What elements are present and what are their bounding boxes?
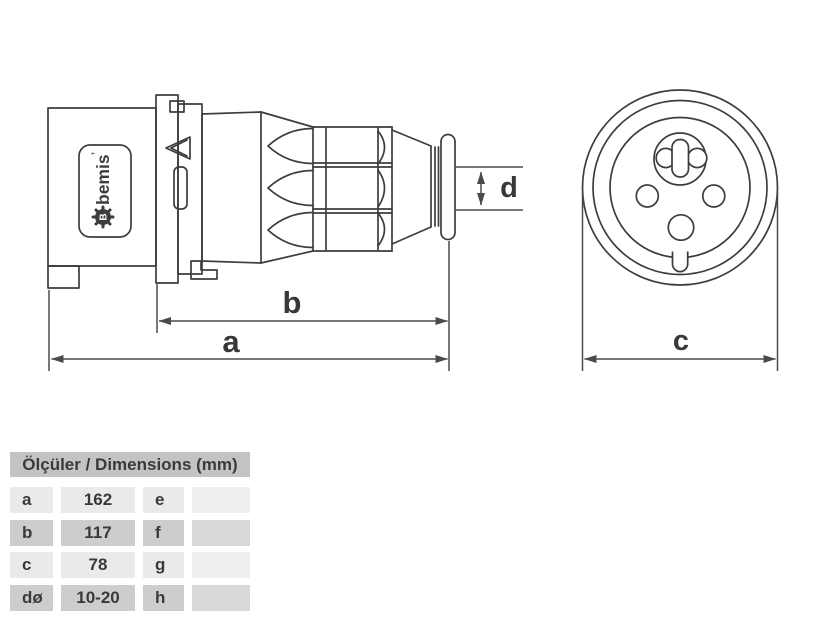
- table-row: dø 10-20 h: [10, 584, 250, 611]
- dimension-d: d: [456, 166, 523, 211]
- grip-mid-lines: [312, 162, 393, 214]
- dim-value-cell: [192, 552, 250, 578]
- grip-petal-3: [267, 211, 314, 249]
- dim-value-cell: 78: [61, 552, 135, 578]
- dimension-annotations: d b a c: [48, 166, 779, 371]
- dimensions-table-header: Ölçüler / Dimensions (mm): [10, 452, 250, 477]
- flange-top-notch: [169, 100, 185, 113]
- dimension-drawing: B bemis ’: [47, 89, 779, 371]
- dim-key-cell: dø: [10, 584, 53, 611]
- brand-logo: B bemis ’: [90, 152, 115, 229]
- molded-arrow-inner: [170, 139, 188, 157]
- grip-petal-2: [267, 169, 314, 207]
- table-row: c 78 g: [10, 552, 250, 578]
- cable-neck-rings: [430, 145, 440, 228]
- dim-c-label: c: [673, 325, 689, 357]
- plug-cylinder: [201, 111, 262, 264]
- flange-back-plate: [177, 103, 203, 275]
- cable-end-cap: [440, 133, 456, 241]
- gear-disc: [95, 209, 111, 225]
- pin-hole-left: [635, 184, 660, 208]
- dim-value-cell: [192, 487, 250, 513]
- pin-hole-right: [701, 184, 726, 208]
- keyway-notch: [671, 251, 689, 273]
- grip-vertical-ribs: [312, 126, 393, 252]
- dim-value-cell: [192, 584, 250, 611]
- dim-a-label: a: [222, 324, 240, 359]
- grip-outline-top: [260, 111, 393, 128]
- dim-d-label: d: [500, 172, 518, 204]
- brand-label-plate: [78, 144, 132, 238]
- face-outer-ring: [581, 89, 779, 286]
- plug-body-terminal-notch: [47, 265, 80, 289]
- flange-foot: [190, 260, 218, 280]
- gear-letter: B: [99, 213, 110, 220]
- dim-c-extension-lines: [581, 191, 779, 371]
- cable-cone: [391, 129, 432, 245]
- dim-value-cell: 162: [61, 487, 135, 513]
- dim-key-cell: e: [143, 487, 184, 513]
- dim-d-extension-lines: [456, 166, 523, 211]
- dim-key-cell: b: [10, 519, 53, 546]
- dimensions-table: Ölçüler / Dimensions (mm) a 162 e b 117 …: [10, 452, 250, 617]
- grip-bulges: [377, 130, 386, 247]
- dim-b-extension-lines: [156, 241, 450, 371]
- dimension-a: a: [48, 290, 448, 371]
- dim-value-cell: 117: [61, 519, 135, 546]
- dim-key-cell: f: [143, 519, 184, 546]
- boss-hole-right: [686, 147, 708, 169]
- table-row: a 162 e: [10, 487, 250, 513]
- face-middle-ring: [592, 99, 768, 276]
- dim-value-cell: 10-20: [61, 584, 135, 611]
- brand-trademark: ’: [90, 152, 102, 155]
- plug-front-view: [581, 89, 779, 286]
- dim-key-cell: a: [10, 487, 53, 513]
- dim-value-cell: [192, 519, 250, 546]
- pin-hole-bottom: [667, 213, 695, 242]
- earth-slot: [671, 138, 690, 178]
- molded-arrow-indicator: [165, 136, 191, 160]
- dim-key-cell: g: [143, 552, 184, 578]
- dim-b-label: b: [283, 285, 302, 320]
- dimension-c: c: [581, 191, 779, 371]
- dimension-b: b: [156, 241, 450, 371]
- plug-side-view: B bemis ’: [47, 94, 456, 289]
- flange-slot: [173, 166, 188, 210]
- grip-petal-1: [267, 127, 314, 165]
- grip-outline-bottom: [260, 250, 393, 264]
- dim-key-cell: c: [10, 552, 53, 578]
- brand-text: bemis: [93, 154, 113, 205]
- table-row: b 117 f: [10, 519, 250, 546]
- dim-key-cell: h: [143, 584, 184, 611]
